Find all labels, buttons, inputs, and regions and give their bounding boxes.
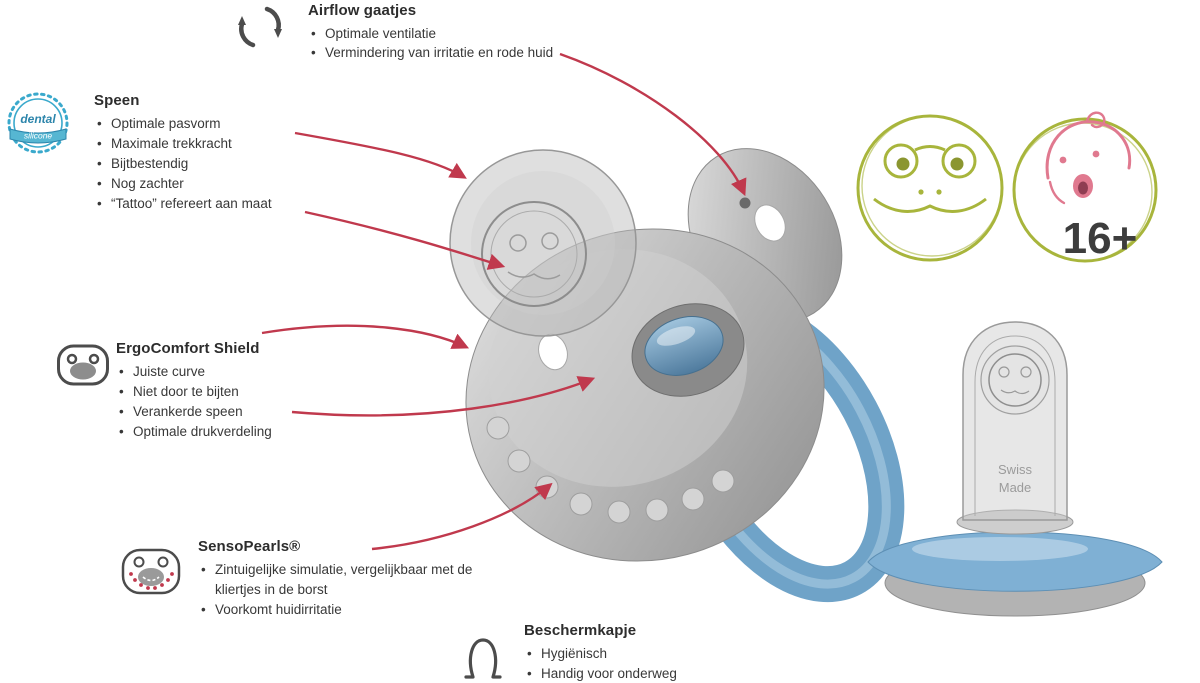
baby-face-icon <box>1045 111 1132 205</box>
arrow-speen <box>294 131 467 179</box>
annotation-sensopearls: SensoPearls® Zintuigelijke simulatie, ve… <box>120 538 518 620</box>
arrow-airflow <box>559 52 747 197</box>
annotation-bullet: Hygiënisch <box>524 644 677 664</box>
annotation-bullets: Hygiënisch Handig voor onderweg <box>524 644 677 683</box>
annotation-bullet: Vermindering van irritatie en rode huid <box>308 43 553 62</box>
annotation-bullet: Handig voor onderweg <box>524 664 677 683</box>
annotation-bullet: “Tattoo” refereert aan maat <box>94 194 272 214</box>
age-badge-icon: 16+ <box>1012 111 1158 263</box>
annotation-bullet: Bijtbestendig <box>94 154 272 174</box>
age-label: 16+ <box>1063 214 1138 263</box>
teat <box>449 149 637 337</box>
airflow-icon <box>238 6 282 48</box>
annotation-bullet: Optimale ventilatie <box>308 24 553 43</box>
annotation-bullet: Nog zachter <box>94 174 272 194</box>
annotation-ergocomfort-shield: ErgoComfort Shield Juiste curve Niet doo… <box>56 340 272 442</box>
front-teat-tattoo <box>998 366 1032 395</box>
shield-icon <box>57 344 109 386</box>
arrow-shield <box>261 324 470 349</box>
annotation-bullets: Zintuigelijke simulatie, vergelijkbaar m… <box>198 560 518 620</box>
swiss-made-line2: Made <box>999 480 1032 495</box>
annotation-bullets: Juiste curve Niet door te bijten Veranke… <box>116 362 272 442</box>
annotation-bullet: Optimale pasvorm <box>94 114 272 134</box>
annotation-arrows <box>261 52 747 551</box>
annotation-title: Speen <box>94 92 140 109</box>
protective-cap-icon <box>464 638 502 679</box>
annotation-title: Beschermkapje <box>524 622 637 639</box>
senso-pearls-dots <box>486 416 735 524</box>
annotation-bullets: Optimale pasvorm Maximale trekkracht Bij… <box>94 114 272 214</box>
annotation-title: ErgoComfort Shield <box>116 340 260 357</box>
swiss-made-line1: Swiss <box>998 462 1032 477</box>
annotation-beschermkapje: Beschermkapje Hygiënisch Handig voor ond… <box>458 622 677 683</box>
annotation-bullet: Niet door te bijten <box>116 382 272 402</box>
annotation-title: Airflow gaatjes <box>308 2 417 19</box>
arrow-knob <box>291 376 596 417</box>
annotation-bullet: Optimale drukverdeling <box>116 422 272 442</box>
annotation-speen: dental silicone Speen Optimale pasvorm M… <box>6 92 272 214</box>
pacifier-front-view: Swiss Made <box>867 321 1163 617</box>
annotation-bullet: Voorkomt huidirritatie <box>198 600 518 620</box>
pacifier-exploded-view <box>449 148 905 603</box>
annotation-bullet: Zintuigelijke simulatie, vergelijkbaar m… <box>198 560 518 600</box>
sensopearls-icon <box>121 548 181 595</box>
annotation-title: SensoPearls® <box>198 538 301 555</box>
swiss-made-label: Swiss Made <box>998 462 1032 495</box>
shield-body <box>465 148 843 562</box>
dental-silicone-icon: dental silicone <box>7 92 69 154</box>
teat-base-knob <box>631 303 745 397</box>
annotation-bullet: Maximale trekkracht <box>94 134 272 154</box>
teat-tattoo <box>507 232 561 280</box>
annotation-bullets: Optimale ventilatie Vermindering van irr… <box>308 24 553 62</box>
frog-badge-icon <box>856 114 1004 262</box>
annotation-bullet: Juiste curve <box>116 362 272 382</box>
annotation-airflow: Airflow gaatjes Optimale ventilatie Verm… <box>234 2 553 62</box>
dental-label: dental <box>20 112 56 126</box>
airflow-holes <box>538 197 786 371</box>
annotation-bullet: Verankerde speen <box>116 402 272 422</box>
arrow-tattoo <box>304 210 506 270</box>
silicone-label: silicone <box>24 131 53 141</box>
arrow-sensopearls <box>371 482 553 551</box>
